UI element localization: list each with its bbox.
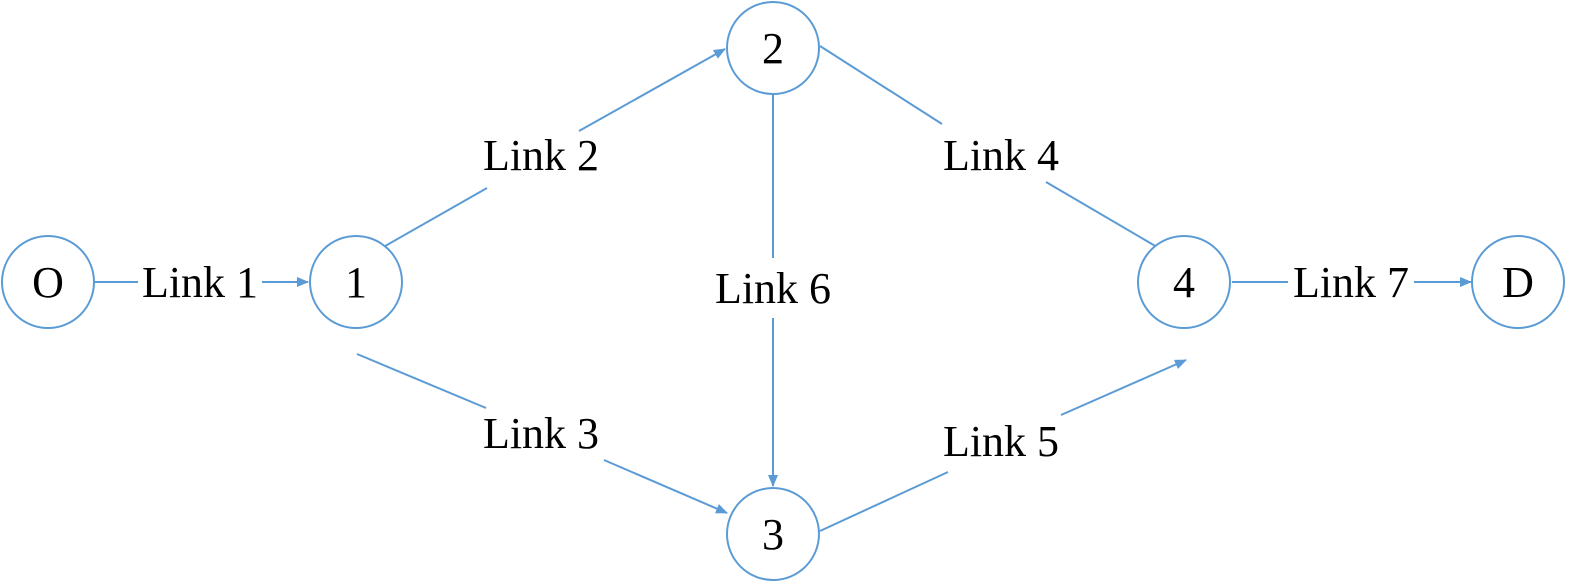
node-4: 4 [1137,235,1231,329]
link-5-arrow [1060,359,1187,416]
link-3-arrow [603,459,728,514]
link-5-segment-a [819,471,949,532]
node-2: 2 [726,1,820,95]
link-1-label: Link 1 [142,258,258,307]
link-2-label: Link 2 [483,131,599,180]
link-4-label: Link 4 [943,131,1059,180]
edge-labels: Link 1 Link 2 Link 3 Link 4 Link 5 Link … [142,131,1409,466]
node-1: 1 [309,235,403,329]
node-3-label: 3 [762,510,784,559]
link-4-segment-a [819,45,943,125]
node-1-label: 1 [345,258,367,307]
node-4-label: 4 [1173,258,1195,307]
node-o: O [1,235,95,329]
link-3-label: Link 3 [483,409,599,458]
nodes: O 1 2 3 4 D [1,1,1565,581]
link-5-label: Link 5 [943,417,1059,466]
link-2-arrow [578,48,726,132]
node-d-label: D [1502,258,1534,307]
node-d: D [1471,235,1565,329]
link-3-segment-a [356,353,487,409]
node-o-label: O [32,258,64,307]
link-6-label: Link 6 [715,264,831,313]
link-7-label: Link 7 [1293,258,1409,307]
node-3: 3 [726,487,820,581]
node-2-label: 2 [762,24,784,73]
